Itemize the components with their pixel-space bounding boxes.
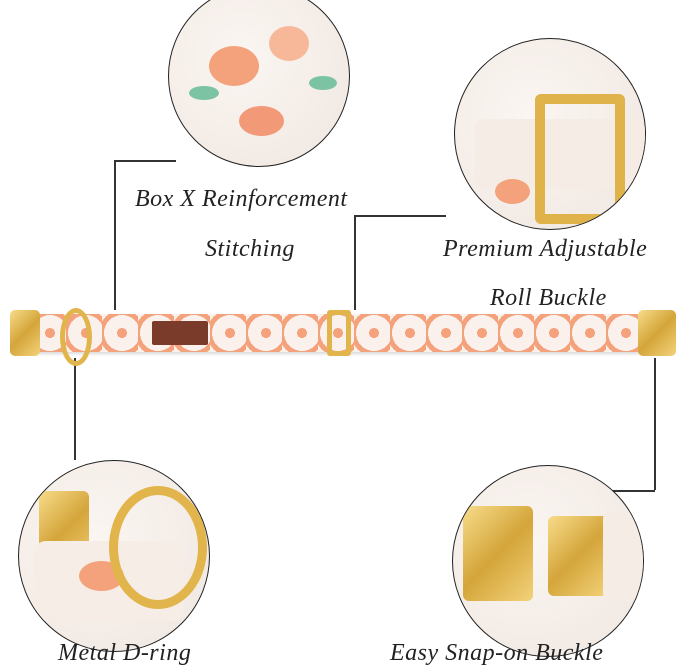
label-roll-buckle: Roll Buckle — [490, 285, 607, 311]
logo-tag — [152, 321, 208, 345]
snap-buckle-right — [638, 310, 676, 356]
connector-line — [114, 160, 176, 162]
d-ring-detail-circle — [18, 460, 210, 652]
label-premium-adjustable: Premium Adjustable — [443, 236, 648, 262]
d-ring — [60, 308, 92, 366]
roll-buckle-detail-circle — [454, 38, 646, 230]
snap-buckle-left — [10, 310, 40, 356]
connector-line — [114, 160, 116, 310]
label-box-x-reinforcement: Box X Reinforcement — [135, 186, 348, 212]
snap-buckle-detail-circle — [452, 465, 644, 657]
connector-line — [654, 358, 656, 490]
connector-line — [354, 215, 356, 310]
connector-line — [74, 358, 76, 460]
label-easy-snap-on-buckle: Easy Snap-on Buckle — [390, 640, 604, 666]
roll-buckle — [327, 310, 351, 356]
stitching-detail-circle — [168, 0, 350, 167]
label-metal-d-ring: Metal D-ring — [58, 640, 192, 666]
connector-line — [354, 215, 446, 217]
connector-line — [608, 490, 655, 492]
collar-strap — [30, 314, 642, 352]
label-stitching: Stitching — [205, 236, 295, 262]
